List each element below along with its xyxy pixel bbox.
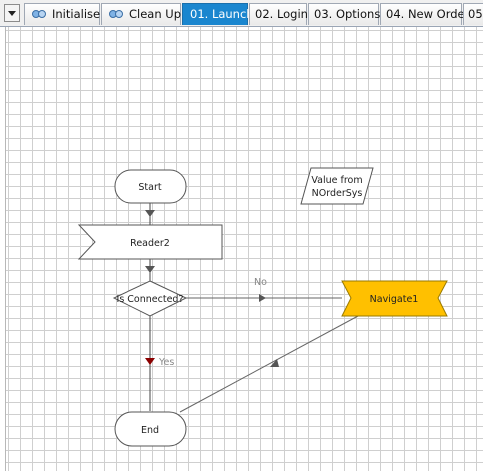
arrow-head bbox=[145, 210, 155, 217]
reader-stage[interactable]: Reader2 bbox=[77, 224, 223, 260]
tab-02-login[interactable]: 02. Login bbox=[249, 3, 308, 25]
tab-04-new-order[interactable]: 04. New Order bbox=[380, 3, 469, 25]
workflow-icon bbox=[109, 10, 123, 18]
navigate-stage[interactable]: Navigate1 bbox=[341, 280, 448, 317]
workflow-icon bbox=[32, 10, 46, 18]
tab-clean-up[interactable]: Clean Up bbox=[101, 3, 181, 25]
data-item-line1: Value from bbox=[311, 175, 362, 186]
tab-label: Clean Up bbox=[129, 7, 182, 21]
tab-05[interactable]: 05 bbox=[463, 3, 483, 25]
navigate-label: Navigate1 bbox=[370, 294, 419, 305]
end-label: End bbox=[141, 425, 159, 436]
tab-bar: Initialise Clean Up 01. Launch 02. Login… bbox=[0, 0, 483, 27]
no-label: No bbox=[254, 277, 267, 288]
end-node[interactable]: End bbox=[114, 411, 187, 447]
arrow-head bbox=[259, 294, 266, 302]
data-item-line2: NOrderSys bbox=[312, 188, 363, 199]
decision-label: Is Connected? bbox=[117, 294, 184, 305]
tab-label: 04. New Order bbox=[386, 7, 470, 21]
start-label: Start bbox=[138, 182, 161, 193]
tab-label: 02. Login bbox=[255, 7, 308, 21]
arrow-head bbox=[145, 266, 155, 273]
reader-label: Reader2 bbox=[130, 238, 170, 249]
tab-label: 01. Launch bbox=[190, 7, 254, 21]
yes-label: Yes bbox=[158, 357, 174, 368]
tab-label: Initialise bbox=[52, 7, 101, 21]
process-diagram-canvas[interactable] bbox=[5, 27, 483, 471]
start-node[interactable]: Start bbox=[114, 169, 187, 204]
connector-navigate-end[interactable] bbox=[179, 315, 359, 413]
tab-03-options[interactable]: 03. Options bbox=[308, 3, 381, 25]
arrow-head-yes bbox=[145, 358, 155, 365]
tab-initialise[interactable]: Initialise bbox=[24, 3, 100, 25]
tab-01-launch[interactable]: 01. Launch bbox=[182, 3, 254, 25]
tab-list-dropdown-button[interactable] bbox=[4, 4, 20, 22]
tab-label: 05 bbox=[468, 7, 483, 21]
arrow-head bbox=[270, 359, 279, 367]
tab-label: 03. Options bbox=[314, 7, 381, 21]
data-item[interactable]: Value from NOrderSys bbox=[300, 167, 374, 205]
decision-node[interactable]: Is Connected? bbox=[112, 280, 188, 317]
